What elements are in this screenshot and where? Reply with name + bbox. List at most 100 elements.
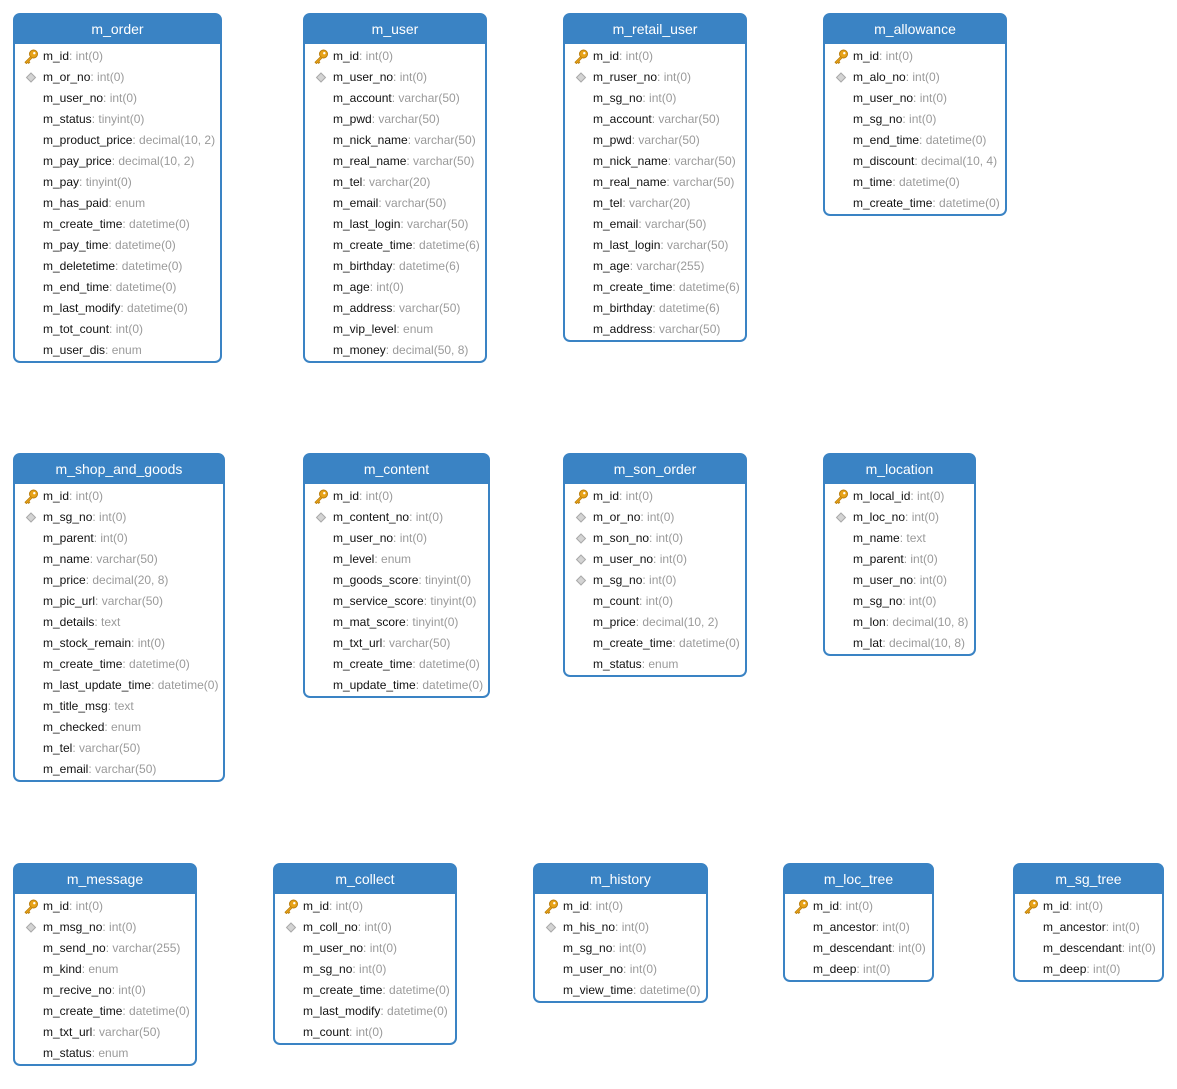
column-row[interactable]: m_id: int(0) [535, 896, 706, 917]
column-row[interactable]: m_pay_price: decimal(10, 2) [15, 151, 220, 172]
column-row[interactable]: m_sg_no: int(0) [825, 109, 1005, 130]
column-row[interactable]: m_price: decimal(10, 2) [565, 612, 745, 633]
column-row[interactable]: m_txt_url: varchar(50) [15, 1022, 195, 1043]
column-row[interactable]: m_product_price: decimal(10, 2) [15, 130, 220, 151]
column-row[interactable]: m_id: int(0) [565, 46, 745, 67]
column-row[interactable]: m_create_time: datetime(0) [275, 980, 455, 1001]
column-row[interactable]: m_son_no: int(0) [565, 528, 745, 549]
column-row[interactable]: m_descendant: int(0) [785, 938, 932, 959]
column-row[interactable]: m_local_id: int(0) [825, 486, 974, 507]
column-row[interactable]: m_pay_time: datetime(0) [15, 235, 220, 256]
column-row[interactable]: m_id: int(0) [15, 46, 220, 67]
column-row[interactable]: m_create_time: datetime(6) [305, 235, 485, 256]
column-row[interactable]: m_account: varchar(50) [565, 109, 745, 130]
column-row[interactable]: m_service_score: tinyint(0) [305, 591, 488, 612]
column-row[interactable]: m_recive_no: int(0) [15, 980, 195, 1001]
column-row[interactable]: m_user_no: int(0) [305, 528, 488, 549]
column-row[interactable]: m_send_no: varchar(255) [15, 938, 195, 959]
column-row[interactable]: m_parent: int(0) [15, 528, 223, 549]
column-row[interactable]: m_has_paid: enum [15, 193, 220, 214]
column-row[interactable]: m_goods_score: tinyint(0) [305, 570, 488, 591]
column-row[interactable]: m_id: int(0) [785, 896, 932, 917]
column-row[interactable]: m_status: tinyint(0) [15, 109, 220, 130]
column-row[interactable]: m_tot_count: int(0) [15, 319, 220, 340]
column-row[interactable]: m_deep: int(0) [785, 959, 932, 980]
column-row[interactable]: m_pwd: varchar(50) [305, 109, 485, 130]
column-row[interactable]: m_update_time: datetime(0) [305, 675, 488, 696]
column-row[interactable]: m_address: varchar(50) [305, 298, 485, 319]
column-row[interactable]: m_email: varchar(50) [305, 193, 485, 214]
column-row[interactable]: m_count: int(0) [275, 1022, 455, 1043]
column-row[interactable]: m_msg_no: int(0) [15, 917, 195, 938]
column-row[interactable]: m_sg_no: int(0) [535, 938, 706, 959]
column-row[interactable]: m_parent: int(0) [825, 549, 974, 570]
column-row[interactable]: m_sg_no: int(0) [825, 591, 974, 612]
column-row[interactable]: m_user_no: int(0) [535, 959, 706, 980]
column-row[interactable]: m_birthday: datetime(6) [565, 298, 745, 319]
column-row[interactable]: m_nick_name: varchar(50) [305, 130, 485, 151]
column-row[interactable]: m_age: varchar(255) [565, 256, 745, 277]
column-row[interactable]: m_user_no: int(0) [15, 88, 220, 109]
column-row[interactable]: m_sg_no: int(0) [15, 507, 223, 528]
column-row[interactable]: m_time: datetime(0) [825, 172, 1005, 193]
column-row[interactable]: m_coll_no: int(0) [275, 917, 455, 938]
column-row[interactable]: m_descendant: int(0) [1015, 938, 1162, 959]
column-row[interactable]: m_id: int(0) [15, 896, 195, 917]
column-row[interactable]: m_id: int(0) [1015, 896, 1162, 917]
column-row[interactable]: m_name: text [825, 528, 974, 549]
column-row[interactable]: m_age: int(0) [305, 277, 485, 298]
column-row[interactable]: m_create_time: datetime(0) [565, 633, 745, 654]
column-row[interactable]: m_ancestor: int(0) [1015, 917, 1162, 938]
column-row[interactable]: m_create_time: datetime(0) [825, 193, 1005, 214]
column-row[interactable]: m_content_no: int(0) [305, 507, 488, 528]
column-row[interactable]: m_sg_no: int(0) [275, 959, 455, 980]
column-row[interactable]: m_tel: varchar(50) [15, 738, 223, 759]
column-row[interactable]: m_sg_no: int(0) [565, 570, 745, 591]
column-row[interactable]: m_level: enum [305, 549, 488, 570]
column-row[interactable]: m_details: text [15, 612, 223, 633]
column-row[interactable]: m_mat_score: tinyint(0) [305, 612, 488, 633]
column-row[interactable]: m_id: int(0) [275, 896, 455, 917]
column-row[interactable]: m_last_update_time: datetime(0) [15, 675, 223, 696]
column-row[interactable]: m_deep: int(0) [1015, 959, 1162, 980]
column-row[interactable]: m_kind: enum [15, 959, 195, 980]
column-row[interactable]: m_account: varchar(50) [305, 88, 485, 109]
column-row[interactable]: m_create_time: datetime(0) [15, 1001, 195, 1022]
column-row[interactable]: m_user_dis: enum [15, 340, 220, 361]
column-row[interactable]: m_money: decimal(50, 8) [305, 340, 485, 361]
column-row[interactable]: m_pwd: varchar(50) [565, 130, 745, 151]
column-row[interactable]: m_checked: enum [15, 717, 223, 738]
column-row[interactable]: m_status: enum [565, 654, 745, 675]
column-row[interactable]: m_his_no: int(0) [535, 917, 706, 938]
column-row[interactable]: m_lat: decimal(10, 8) [825, 633, 974, 654]
column-row[interactable]: m_end_time: datetime(0) [825, 130, 1005, 151]
column-row[interactable]: m_real_name: varchar(50) [305, 151, 485, 172]
column-row[interactable]: m_user_no: int(0) [305, 67, 485, 88]
column-row[interactable]: m_last_login: varchar(50) [565, 235, 745, 256]
column-row[interactable]: m_or_no: int(0) [565, 507, 745, 528]
column-row[interactable]: m_lon: decimal(10, 8) [825, 612, 974, 633]
column-row[interactable]: m_create_time: datetime(6) [565, 277, 745, 298]
column-row[interactable]: m_vip_level: enum [305, 319, 485, 340]
column-row[interactable]: m_id: int(0) [15, 486, 223, 507]
column-row[interactable]: m_email: varchar(50) [565, 214, 745, 235]
column-row[interactable]: m_create_time: datetime(0) [15, 654, 223, 675]
column-row[interactable]: m_last_modify: datetime(0) [275, 1001, 455, 1022]
column-row[interactable]: m_ruser_no: int(0) [565, 67, 745, 88]
column-row[interactable]: m_discount: decimal(10, 4) [825, 151, 1005, 172]
column-row[interactable]: m_address: varchar(50) [565, 319, 745, 340]
column-row[interactable]: m_id: int(0) [825, 46, 1005, 67]
column-row[interactable]: m_loc_no: int(0) [825, 507, 974, 528]
column-row[interactable]: m_birthday: datetime(6) [305, 256, 485, 277]
column-row[interactable]: m_status: enum [15, 1043, 195, 1064]
